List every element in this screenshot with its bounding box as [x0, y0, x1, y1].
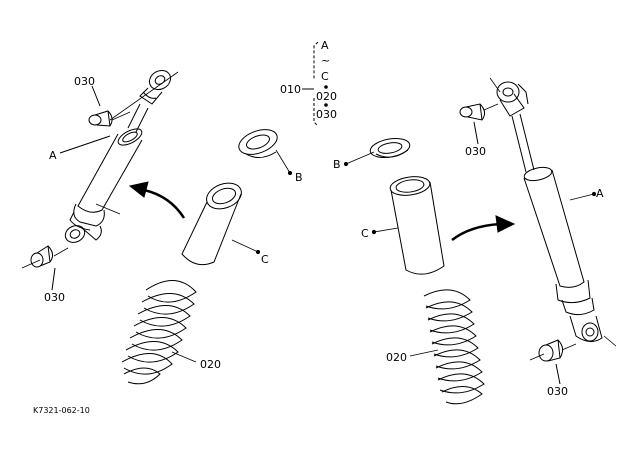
callout-010-group: 010 [280, 83, 301, 96]
callout-030-left-top: 030 [74, 75, 95, 88]
right-bushing-top [459, 103, 499, 145]
drawing-reference-code: K7321-062-10 [33, 406, 90, 415]
callout-a-left: A [49, 149, 57, 162]
callout-a-right: A [596, 187, 604, 200]
group-label-tilde: ~ [321, 54, 331, 67]
callout-c-left: C [261, 253, 269, 266]
callout-030-right-bottom: 030 [547, 385, 568, 398]
left-assembly-arrow [128, 181, 186, 219]
group-bracket [302, 41, 328, 127]
right-cover [371, 176, 445, 275]
right-assembly-arrow [451, 215, 516, 241]
left-circlip [238, 129, 293, 176]
group-label-030: 030 [316, 108, 337, 121]
callout-b-left: B [295, 171, 303, 184]
callout-c-right: C [361, 227, 369, 240]
left-shock-absorber [59, 69, 179, 243]
left-bushing-top [88, 85, 131, 127]
left-bushing-bottom [21, 245, 69, 291]
right-shock-absorber [489, 77, 617, 347]
right-circlip [343, 137, 411, 167]
callout-020-left: 020 [200, 358, 221, 371]
callout-030-right-top: 030 [465, 145, 486, 158]
callout-020-right: 020 [386, 351, 407, 364]
callout-030-left-bottom: 030 [44, 291, 65, 304]
left-cover [181, 182, 261, 266]
left-spring [121, 280, 197, 385]
right-spring [409, 289, 485, 405]
callout-b-right: B [333, 158, 341, 171]
right-bushing-bottom [529, 339, 577, 385]
group-label-a: A [321, 39, 329, 52]
group-label-020: 020 [316, 90, 337, 103]
group-label-c: C [321, 70, 329, 83]
